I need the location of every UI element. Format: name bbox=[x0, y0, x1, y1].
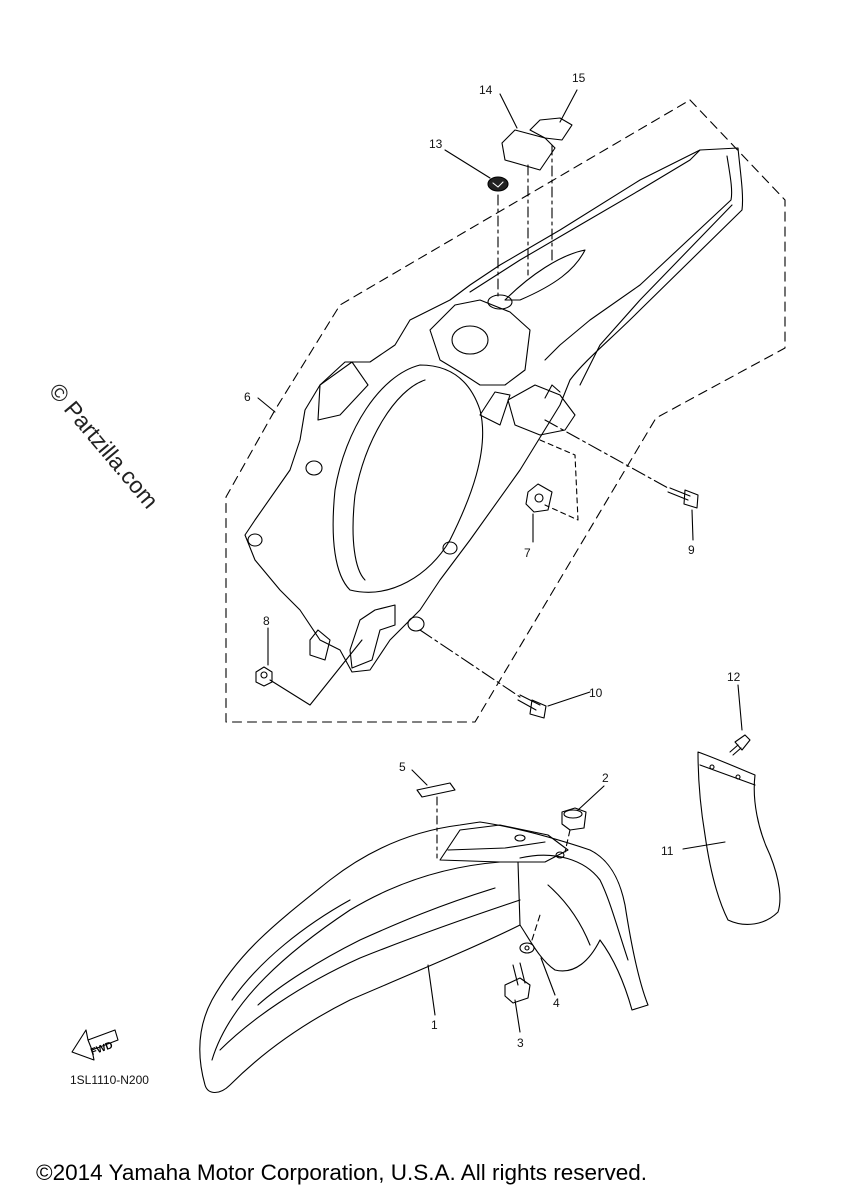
bolt-10 bbox=[517, 694, 547, 719]
part-label-4: 4 bbox=[553, 996, 560, 1010]
decal-14 bbox=[501, 129, 556, 171]
mount-hole bbox=[487, 294, 513, 310]
part-label-14: 14 bbox=[479, 83, 493, 97]
front-fender bbox=[199, 821, 649, 1094]
part-label-1: 1 bbox=[431, 1018, 438, 1032]
rear-fender bbox=[244, 147, 744, 673]
part-label-8: 8 bbox=[263, 614, 270, 628]
part-label-15: 15 bbox=[572, 71, 586, 85]
fwd-arrow-icon bbox=[71, 1029, 119, 1061]
grommet-2 bbox=[561, 807, 587, 831]
screw-12 bbox=[729, 734, 751, 756]
bolt-3 bbox=[504, 962, 531, 1004]
part-label-7: 7 bbox=[524, 546, 531, 560]
decal-5 bbox=[416, 782, 456, 798]
part-label-13: 13 bbox=[429, 137, 443, 151]
part-label-11: 11 bbox=[661, 844, 674, 858]
emblem-13 bbox=[487, 176, 509, 192]
airbox-opening bbox=[332, 364, 484, 593]
part-label-3: 3 bbox=[517, 1036, 524, 1050]
collar-8 bbox=[255, 666, 273, 687]
washer-4 bbox=[519, 942, 535, 954]
seat-mount bbox=[429, 299, 531, 386]
part-label-5: 5 bbox=[399, 760, 406, 774]
assembly-boundary bbox=[225, 99, 786, 723]
part-label-12: 12 bbox=[727, 670, 741, 684]
rear-bracket bbox=[507, 384, 576, 436]
side-tab bbox=[317, 361, 369, 421]
mud-guard-11 bbox=[697, 751, 781, 925]
part-label-10: 10 bbox=[589, 686, 603, 700]
copyright-notice: ©2014 Yamaha Motor Corporation, U.S.A. A… bbox=[36, 1160, 648, 1185]
diagram-code: 1SL1110-N200 bbox=[70, 1073, 149, 1087]
bolt-9 bbox=[667, 487, 699, 509]
part-label-9: 9 bbox=[688, 543, 695, 557]
part-label-2: 2 bbox=[602, 771, 609, 785]
clip-nut-7 bbox=[525, 483, 553, 513]
decal-15 bbox=[529, 117, 573, 141]
part-label-6: 6 bbox=[244, 390, 251, 404]
